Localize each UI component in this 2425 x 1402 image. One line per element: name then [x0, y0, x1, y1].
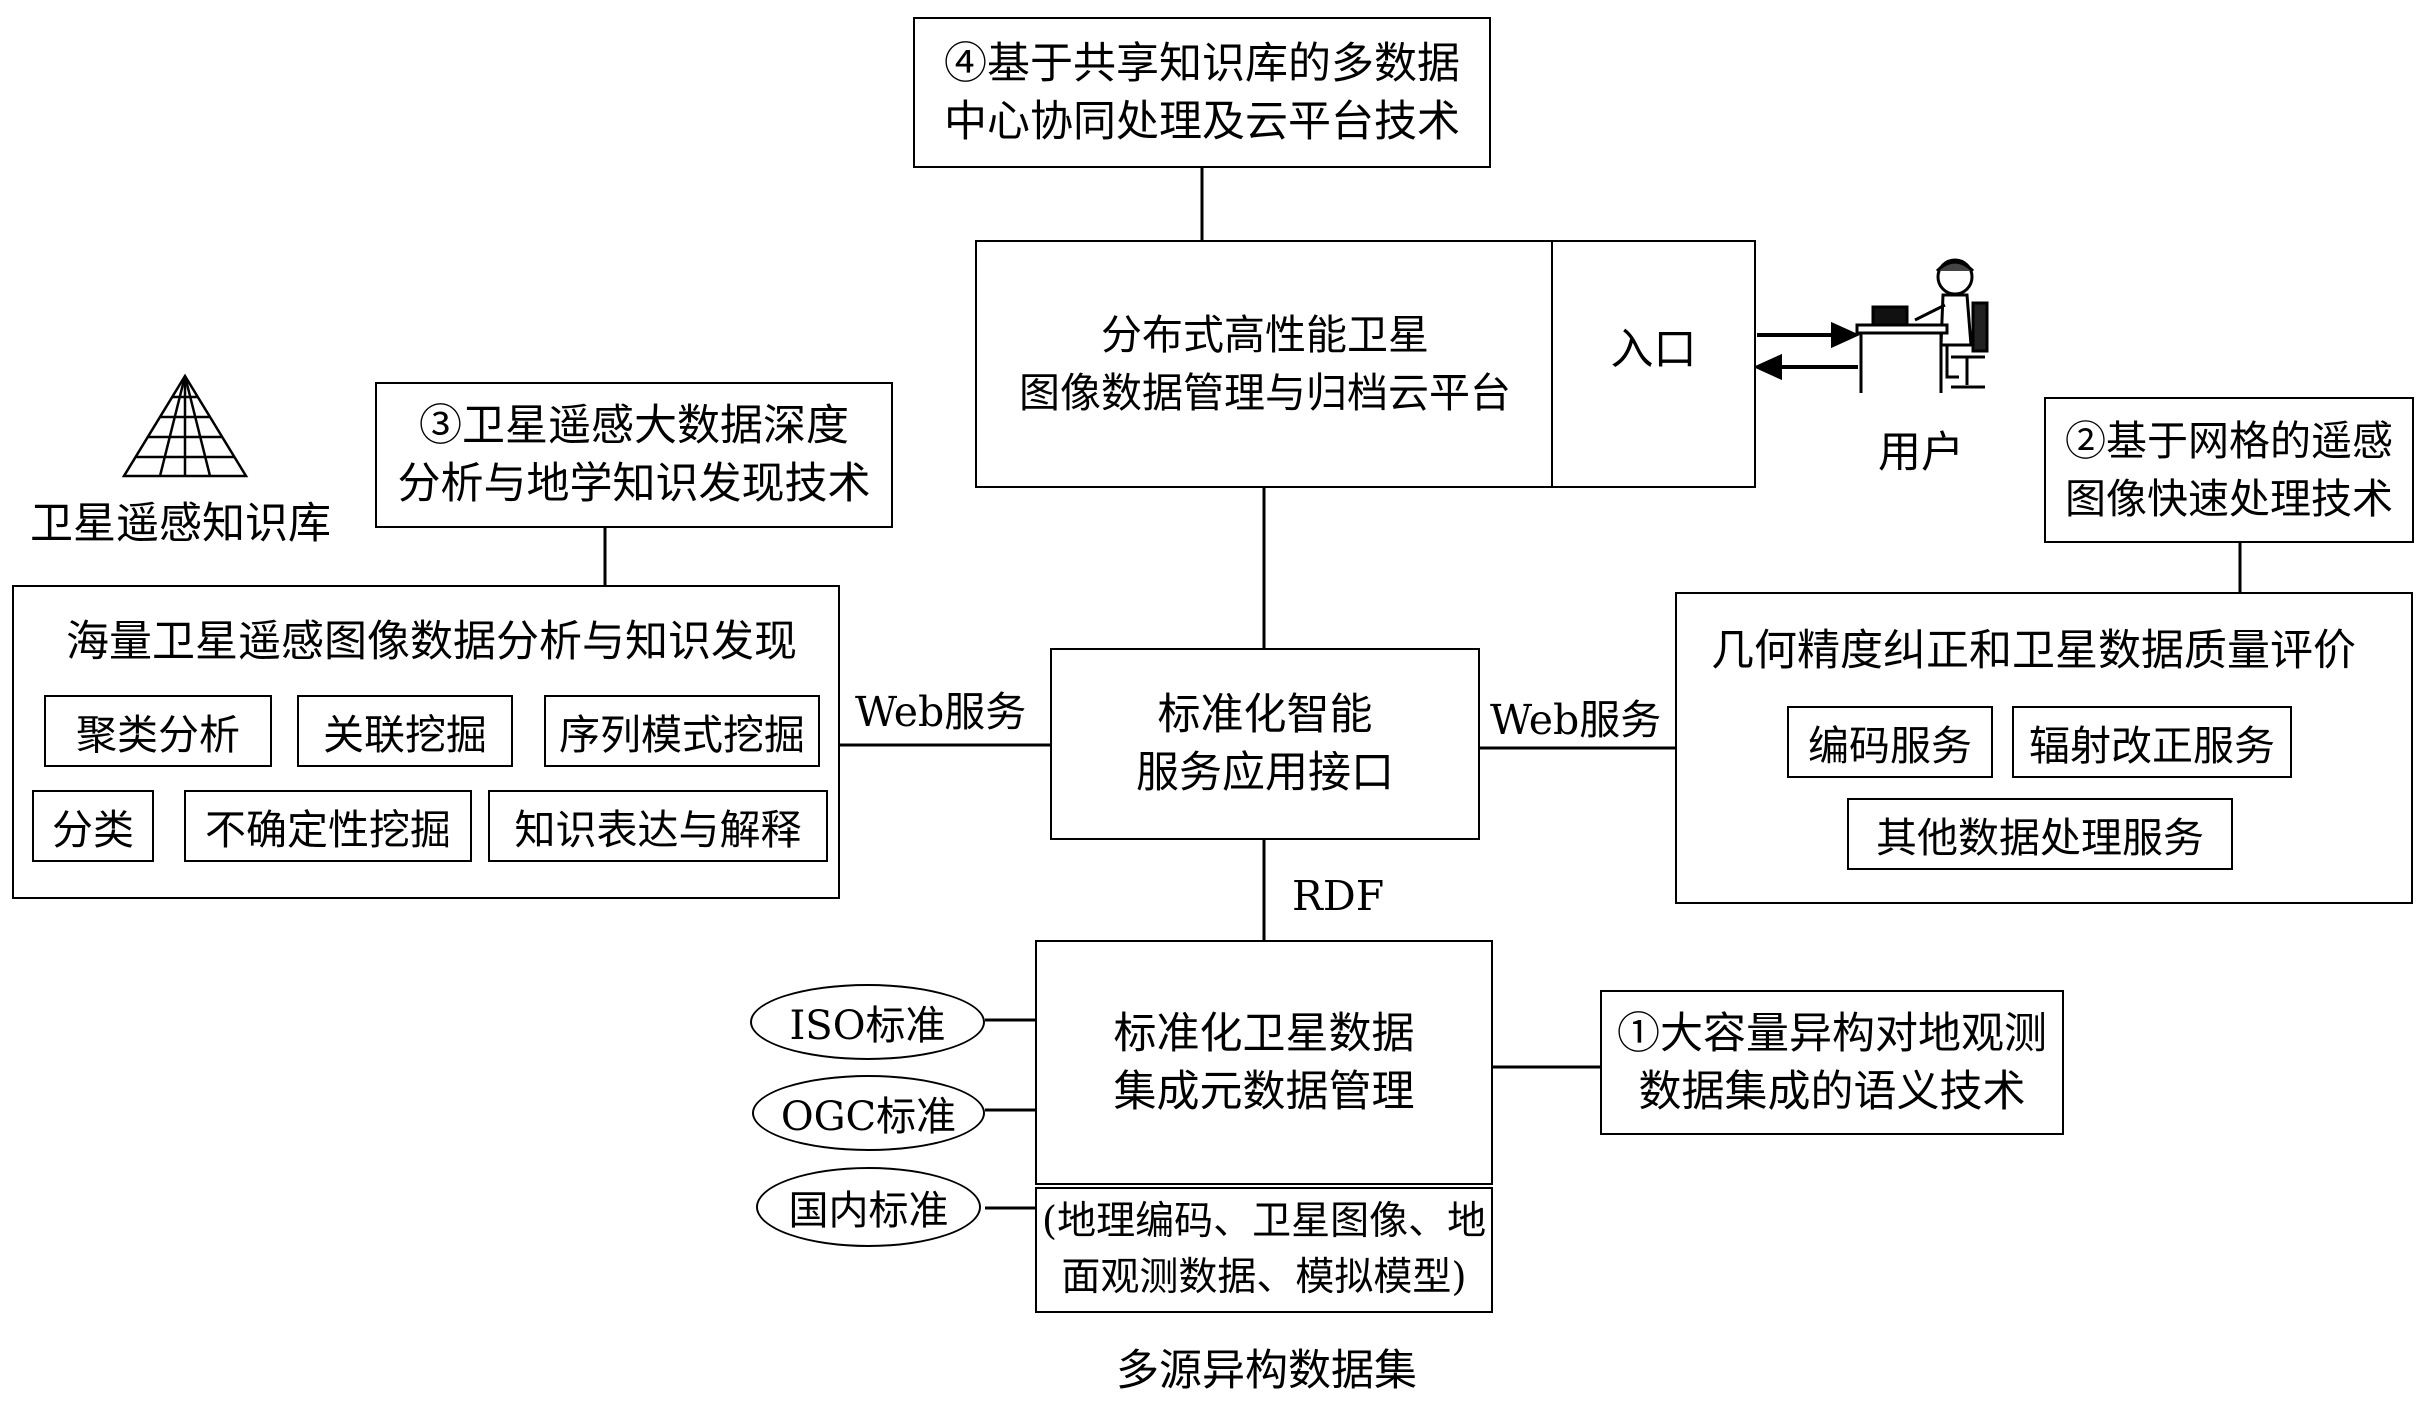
domestic-standard-label: 国内标准 [788, 1188, 949, 1234]
analysis-box: 海量卫星遥感图像数据分析与知识发现 聚类分析 关联挖掘 序列模式挖掘 分类 不确… [12, 585, 840, 899]
item-uncertainty-label: 不确定性挖掘 [205, 806, 451, 854]
item-radiometric-service: 辐射改正服务 [2012, 706, 2292, 778]
ogc-standard-label: OGC标准 [780, 1094, 957, 1140]
item-sequence: 序列模式挖掘 [544, 695, 820, 767]
dataset-line2: 面观测数据、模拟模型) [1061, 1255, 1467, 1300]
tech3-line1: ③卫星遥感大数据深度 [419, 401, 849, 451]
geo-correction-box: 几何精度纠正和卫星数据质量评价 编码服务 辐射改正服务 其他数据处理服务 [1675, 592, 2413, 904]
item-classification: 分类 [32, 790, 154, 862]
pyramid-icon [121, 373, 249, 478]
analysis-title: 海量卫星遥感图像数据分析与知识发现 [66, 617, 797, 667]
geo-title: 几何精度纠正和卫星数据质量评价 [1711, 626, 2356, 676]
tech2-box: ②基于网格的遥感 图像快速处理技术 [2044, 397, 2414, 543]
item-knowledge-expression-label: 知识表达与解释 [514, 806, 802, 854]
metadata-line2: 集成元数据管理 [1113, 1066, 1415, 1117]
tech4-line2: 中心协同处理及云平台技术 [944, 96, 1460, 147]
item-other-label: 其他数据处理服务 [1876, 814, 2204, 862]
item-encoding-label: 编码服务 [1808, 722, 1972, 770]
iso-standard-ellipse: ISO标准 [750, 984, 985, 1060]
item-sequence-label: 序列模式挖掘 [559, 711, 805, 759]
web-service-left: Web服务 [855, 688, 1027, 736]
arrow-to-entry-head [1753, 353, 1782, 381]
api-box: 标准化智能 服务应用接口 [1050, 648, 1480, 840]
tech3-box: ③卫星遥感大数据深度 分析与地学知识发现技术 [375, 382, 893, 528]
item-other-service: 其他数据处理服务 [1847, 798, 2233, 870]
user-label: 用户 [1878, 428, 1964, 478]
tech2-line1: ②基于网格的遥感 [2065, 417, 2393, 465]
tech4-line1: ④基于共享知识库的多数据 [944, 38, 1460, 89]
api-line1: 标准化智能 [1157, 690, 1373, 740]
rdf-label: RDF [1292, 872, 1385, 920]
item-uncertainty: 不确定性挖掘 [184, 790, 472, 862]
item-knowledge-expression: 知识表达与解释 [488, 790, 828, 862]
knowledge-base-label: 卫星遥感知识库 [30, 499, 331, 549]
user-icon [1855, 258, 1989, 393]
item-clustering-label: 聚类分析 [76, 711, 240, 759]
entry-box: 入口 [1551, 240, 1756, 488]
item-radiometric-label: 辐射改正服务 [2029, 722, 2275, 770]
dataset-line1: (地理编码、卫星图像、地 [1041, 1199, 1487, 1244]
ogc-standard-ellipse: OGC标准 [752, 1075, 985, 1151]
item-clustering: 聚类分析 [44, 695, 272, 767]
domestic-standard-ellipse: 国内标准 [756, 1167, 981, 1247]
tech2-line2: 图像快速处理技术 [2065, 475, 2393, 523]
dataset-label: 多源异构数据集 [1116, 1346, 1417, 1396]
item-classification-label: 分类 [52, 806, 134, 854]
dataset-box: (地理编码、卫星图像、地 面观测数据、模拟模型) [1035, 1187, 1493, 1313]
item-association-label: 关联挖掘 [323, 711, 487, 759]
entry-label: 入口 [1610, 325, 1697, 375]
tech1-box: ①大容量异构对地观测 数据集成的语义技术 [1600, 990, 2064, 1135]
platform-line1: 分布式高性能卫星 [1101, 311, 1429, 359]
iso-standard-label: ISO标准 [789, 1003, 946, 1049]
platform-line2: 图像数据管理与归档云平台 [1019, 369, 1511, 417]
item-encoding-service: 编码服务 [1787, 706, 1993, 778]
web-service-right: Web服务 [1490, 696, 1662, 744]
metadata-box: 标准化卫星数据 集成元数据管理 [1035, 940, 1493, 1185]
tech1-line2: 数据集成的语义技术 [1638, 1066, 2026, 1117]
tech4-box: ④基于共享知识库的多数据 中心协同处理及云平台技术 [913, 17, 1491, 168]
tech3-line2: 分析与地学知识发现技术 [397, 459, 871, 509]
api-line2: 服务应用接口 [1136, 748, 1394, 798]
tech1-line1: ①大容量异构对地观测 [1617, 1008, 2047, 1059]
item-association: 关联挖掘 [297, 695, 513, 767]
cloud-platform-box: 分布式高性能卫星 图像数据管理与归档云平台 [975, 240, 1553, 488]
metadata-line1: 标准化卫星数据 [1113, 1008, 1415, 1059]
arrow-to-user-head [1831, 321, 1860, 349]
platform-label: 分布式高性能卫星 图像数据管理与归档云平台 [977, 242, 1553, 486]
